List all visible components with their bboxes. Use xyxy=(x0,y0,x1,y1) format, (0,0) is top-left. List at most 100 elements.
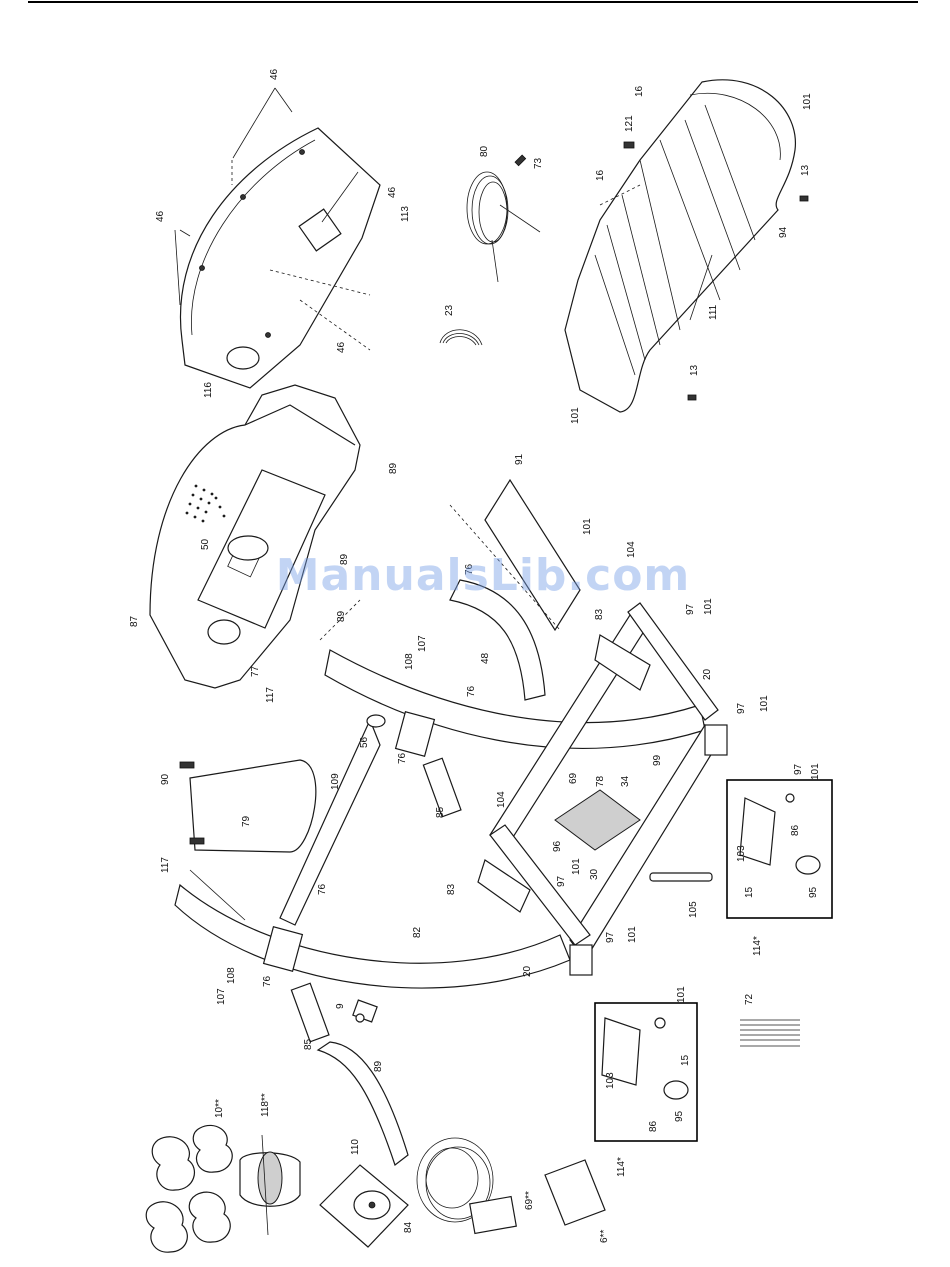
callout-101: 101 xyxy=(759,695,770,712)
callout-101: 101 xyxy=(582,518,593,535)
leader-46-top xyxy=(174,87,293,306)
callout-104: 104 xyxy=(626,541,637,558)
callout-101: 101 xyxy=(570,407,581,424)
callout-76: 76 xyxy=(262,975,273,987)
part-72-bolts xyxy=(740,1019,800,1047)
part-48-arm-rest xyxy=(449,579,546,701)
part-87-console xyxy=(149,384,361,689)
part-90-cover xyxy=(179,759,317,853)
callout-13: 13 xyxy=(689,364,700,376)
callout-50: 50 xyxy=(200,538,211,550)
callout-107: 107 xyxy=(417,635,428,652)
callout-72: 72 xyxy=(744,993,755,1005)
callout-101: 101 xyxy=(703,598,714,615)
part-91-shield xyxy=(449,478,581,632)
callout-116: 116 xyxy=(203,382,214,398)
callout-113: 113 xyxy=(400,206,411,222)
callout-48: 48 xyxy=(480,652,491,664)
part-82-upright-frame xyxy=(174,649,706,989)
callout-101: 101 xyxy=(810,763,821,780)
callout-20: 20 xyxy=(702,668,713,680)
callout-110: 110 xyxy=(350,1139,361,1155)
part-6-manual xyxy=(544,1159,606,1226)
part-105-shock xyxy=(649,872,713,882)
callout-97: 97 xyxy=(605,931,616,943)
callout-89: 89 xyxy=(336,610,347,622)
callout-79: 79 xyxy=(241,815,252,827)
callout-97: 97 xyxy=(793,763,804,775)
callout-99: 99 xyxy=(652,754,663,766)
callout-16: 16 xyxy=(634,85,645,97)
callout-82: 82 xyxy=(412,926,423,938)
callout-89: 89 xyxy=(339,553,350,565)
callout-117: 117 xyxy=(265,687,276,703)
callout-111: 111 xyxy=(708,304,719,320)
part-94-motor-hood xyxy=(564,79,809,413)
part-23-ribbon-cable xyxy=(439,329,483,346)
callout-76: 76 xyxy=(397,752,408,764)
callout-76: 76 xyxy=(317,883,328,895)
part-84-video xyxy=(319,1164,409,1248)
callout-89: 89 xyxy=(388,462,399,474)
callout-96: 96 xyxy=(552,840,563,852)
callout-69: 69 xyxy=(568,772,579,784)
part-85-extensions xyxy=(290,757,462,1043)
callout-91: 91 xyxy=(514,453,525,465)
callout-76: 76 xyxy=(466,685,477,697)
part-9-bracket xyxy=(352,999,378,1023)
callout-94: 94 xyxy=(778,226,789,238)
callout-108: 108 xyxy=(404,653,415,670)
part-116-hood xyxy=(180,127,381,389)
callout-105: 105 xyxy=(688,901,699,918)
callout-10: 10** xyxy=(214,1099,225,1118)
callout-46: 46 xyxy=(155,210,166,222)
callout-16: 16 xyxy=(595,169,606,181)
callout-85: 85 xyxy=(303,1038,314,1050)
callout-69: 69** xyxy=(524,1191,535,1210)
callout-15: 15 xyxy=(744,886,755,898)
part-80-cable xyxy=(466,154,541,283)
callout-34: 34 xyxy=(620,775,631,787)
part-109-handrail xyxy=(279,714,386,926)
part-10-dumbbells xyxy=(145,1124,233,1253)
callout-109: 109 xyxy=(330,773,341,790)
callout-6: 6** xyxy=(599,1230,610,1243)
callout-85: 85 xyxy=(435,806,446,818)
part-118-strap xyxy=(239,1134,301,1236)
part-110-arm-rest xyxy=(316,1041,409,1166)
callout-46: 46 xyxy=(269,68,280,80)
callout-20: 20 xyxy=(522,965,533,977)
callout-107: 107 xyxy=(216,988,227,1005)
kit-114-left xyxy=(594,1002,698,1142)
callout-101: 101 xyxy=(802,93,813,110)
callout-118: 118** xyxy=(260,1093,271,1117)
callout-97: 97 xyxy=(685,603,696,615)
callout-83: 83 xyxy=(594,608,605,620)
base-frame xyxy=(477,602,728,976)
callout-114: 114* xyxy=(616,1157,627,1177)
callout-103: 103 xyxy=(605,1072,616,1089)
callout-13: 13 xyxy=(800,164,811,176)
callout-101: 101 xyxy=(676,986,687,1003)
callout-84: 84 xyxy=(403,1221,414,1233)
kit-114-right xyxy=(726,779,833,919)
callout-86: 86 xyxy=(648,1120,659,1132)
callout-86: 86 xyxy=(790,824,801,836)
part-69-cords xyxy=(416,1137,517,1235)
callout-80: 80 xyxy=(479,145,490,157)
callout-89: 89 xyxy=(373,1060,384,1072)
callout-56: 56 xyxy=(359,736,370,748)
callout-77: 77 xyxy=(250,665,261,677)
callout-97: 97 xyxy=(556,875,567,887)
callout-121: 121 xyxy=(624,115,635,132)
callout-9: 9 xyxy=(335,1003,346,1009)
callout-101: 101 xyxy=(571,858,582,875)
callout-90: 90 xyxy=(160,773,171,785)
callout-114: 114* xyxy=(752,936,763,956)
callout-78: 78 xyxy=(595,775,606,787)
callout-104: 104 xyxy=(496,791,507,808)
callout-labels: 46 46 46 46 113 116 80 73 23 16 16 101 1… xyxy=(129,68,821,1243)
callout-101: 101 xyxy=(627,926,638,943)
